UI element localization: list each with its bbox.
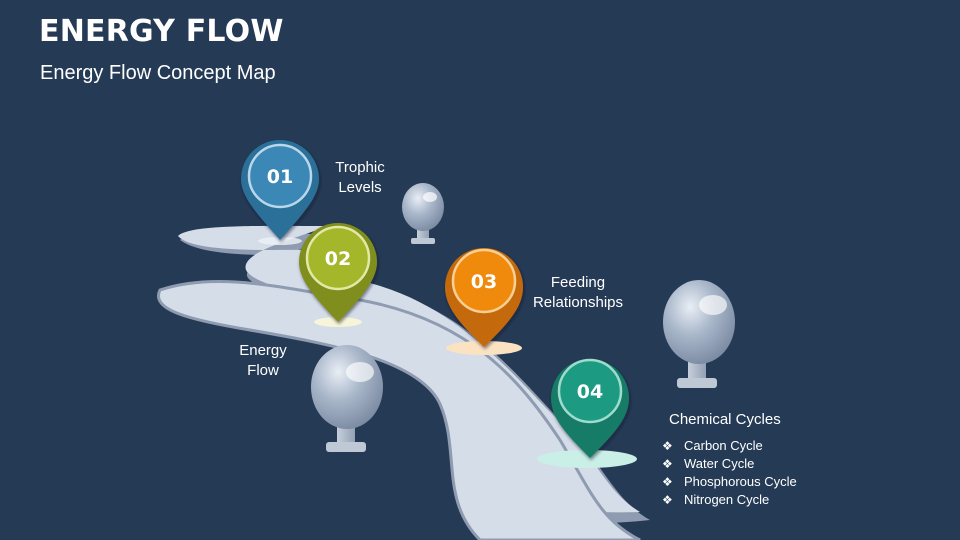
tree-large — [663, 280, 735, 388]
label-chemical-cycles: Chemical Cycles — [669, 411, 781, 428]
diamond-bullet-icon: ❖ — [662, 475, 673, 489]
list-item-text: Nitrogen Cycle — [684, 492, 770, 507]
pin-number-02: 02 — [325, 248, 351, 270]
pin-03: 03 — [445, 248, 523, 347]
label-line: Relationships — [532, 294, 624, 311]
label-trophic-levels: Trophic Levels — [290, 158, 430, 198]
label-line: Trophic — [335, 159, 385, 176]
chemical-cycles-list: ❖ Carbon Cycle ❖ Water Cycle ❖ Phosphorous … — [662, 437, 797, 509]
diamond-bullet-icon: ❖ — [662, 439, 673, 453]
pin-number-04: 04 — [577, 381, 603, 403]
diamond-bullet-icon: ❖ — [662, 457, 673, 471]
road-path — [157, 225, 650, 540]
list-item: ❖ Nitrogen Cycle — [662, 491, 797, 509]
tree-medium — [311, 345, 383, 452]
list-item: ❖ Water Cycle — [662, 455, 797, 473]
label-line: Feeding — [550, 274, 606, 291]
pin-01: 01 — [241, 140, 319, 240]
pin-shadow-04 — [537, 450, 637, 468]
list-item-text: Carbon Cycle — [684, 438, 763, 453]
pin-number-03: 03 — [471, 271, 497, 293]
tree-small — [402, 183, 444, 244]
label-line: Flow — [247, 362, 279, 379]
page-subtitle: Energy Flow Concept Map — [40, 62, 276, 84]
label-line: Levels — [338, 179, 382, 196]
diamond-bullet-icon: ❖ — [662, 493, 673, 507]
pin-number-01: 01 — [267, 166, 293, 188]
list-item: ❖ Carbon Cycle — [662, 437, 797, 455]
list-item-text: Water Cycle — [684, 456, 755, 471]
label-feeding-relationships: Feeding Relationships — [508, 273, 648, 313]
pin-shadow-01 — [258, 237, 302, 245]
pin-04: 04 — [551, 358, 629, 458]
label-line: Energy — [239, 342, 287, 359]
list-item-text: Phosphorous Cycle — [684, 474, 797, 489]
label-energy-flow: Energy Flow — [193, 341, 333, 381]
list-item: ❖ Phosphorous Cycle — [662, 473, 797, 491]
pin-02: 02 — [299, 223, 377, 322]
pin-shadow-03 — [446, 341, 522, 355]
page-title: ENERGY FLOW — [39, 14, 284, 49]
